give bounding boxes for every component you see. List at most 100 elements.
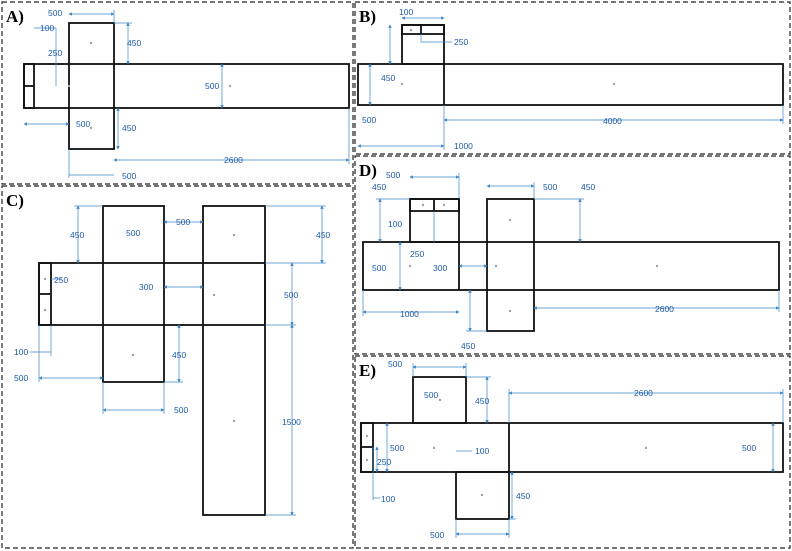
panel-c-dim-label: 500	[284, 290, 298, 300]
panel-e-dim-label: 500	[388, 359, 402, 369]
panel-c-cross-box	[102, 205, 165, 383]
panel-e-dim-label: 500	[390, 443, 404, 453]
panel-e-center-dot	[365, 458, 369, 462]
panel-c-dim-label: 1500	[282, 417, 301, 427]
panel-c-center-dot	[232, 233, 236, 237]
panel-c-dim-label: 300	[139, 282, 153, 292]
panel-a-shapes	[23, 22, 350, 150]
panel-c-dimensions: 450 500 500 450 250 300 500 100 450 500 …	[14, 205, 330, 516]
panel-d-dim-label: 450	[372, 182, 386, 192]
panel-a-dim-label: 500	[122, 171, 136, 181]
panel-d-label: D)	[359, 161, 377, 180]
panel-a-long-bar	[23, 63, 350, 109]
panel-b-upper-box	[401, 24, 445, 65]
panel-d-center-dot	[442, 203, 446, 207]
panel-e-border	[354, 355, 791, 549]
panel-e-dim-label: 500	[430, 530, 444, 540]
panel-e-center-dot	[438, 398, 442, 402]
panel-d-center-dot	[508, 309, 512, 313]
panel-a-dim-label: 450	[122, 123, 136, 133]
panel-e-dim-label: 2600	[634, 388, 653, 398]
panel-c-horizontal-bar	[38, 262, 266, 326]
panel-c-dim-label: 450	[172, 350, 186, 360]
panel-a-dim-label: 250	[48, 48, 62, 58]
panel-a: A) 500 100 250	[1, 1, 354, 185]
panel-c-dim-label: 500	[176, 217, 190, 227]
panel-e-dim-label: 500	[424, 390, 438, 400]
panel-c-center-dot	[212, 293, 216, 297]
panel-c-dim-label: 500	[174, 405, 188, 415]
panel-e-dim-label: 250	[377, 457, 391, 467]
panel-e-shapes	[360, 376, 784, 520]
panel-b-dimensions: 100 250 450 500 1000 4000	[357, 7, 784, 151]
panel-d-dim-label: 300	[433, 263, 447, 273]
panel-e-dim-label: 450	[475, 396, 489, 406]
panel-c-dim-label: 450	[316, 230, 330, 240]
panel-b-dim-label: 1000	[454, 141, 473, 151]
panel-d-dim-label: 100	[388, 219, 402, 229]
panel-b-center-dot	[400, 82, 404, 86]
panel-a-border	[1, 1, 354, 185]
panel-b-label: B)	[359, 7, 376, 26]
panel-d-center-dot	[421, 203, 425, 207]
panel-a-dim-label: 500	[205, 81, 219, 91]
panel-d-dim-label: 250	[410, 249, 424, 259]
panel-e-dim-label: 500	[742, 443, 756, 453]
panel-c-center-dot	[43, 277, 47, 281]
panel-b-center-dot	[409, 28, 413, 32]
panel-c-center-dot	[232, 419, 236, 423]
panel-e-dim-label: 100	[475, 446, 489, 456]
panel-b-dim-label: 100	[399, 7, 413, 17]
panel-b-border	[354, 1, 791, 155]
panel-c-tall-column	[202, 205, 266, 516]
panel-a-cross-box	[68, 22, 115, 150]
panel-e-center-dot	[432, 446, 436, 450]
panel-d-long-bar	[362, 241, 780, 291]
panel-c-center-dot	[131, 353, 135, 357]
panel-e-long-bar	[360, 422, 784, 473]
panel-d-center-dot	[655, 264, 659, 268]
panel-a-center-dot	[67, 84, 71, 88]
panel-a-dim-label: 500	[76, 119, 90, 129]
panel-d-dim-label: 450	[461, 341, 475, 351]
panel-e-dim-label: 450	[516, 491, 530, 501]
panel-c-dim-label: 100	[14, 347, 28, 357]
panel-d: D)	[354, 155, 791, 355]
panel-a-dim-label: 100	[40, 23, 54, 33]
panel-e-dimensions: 500 500 450 2600 500 100 250 500 100 450…	[372, 359, 784, 540]
panel-a-label: A)	[6, 7, 24, 26]
panel-e: E)	[354, 355, 791, 549]
panel-d-dim-label: 1000	[400, 309, 419, 319]
panel-c-center-dot	[43, 308, 47, 312]
panel-d-dim-label: 450	[581, 182, 595, 192]
panel-b-long-bar	[357, 63, 784, 106]
panel-b-shapes	[357, 24, 784, 106]
panel-a-center-dot	[89, 41, 93, 45]
panel-e-label: E)	[359, 361, 376, 380]
panel-c-label: C)	[6, 191, 24, 210]
panel-c-dim-label: 450	[70, 230, 84, 240]
panel-e-center-dot	[644, 446, 648, 450]
panel-b: B) 100 250 450 500 1000 4000	[354, 1, 791, 155]
panel-d-dim-label: 2600	[655, 304, 674, 314]
panel-d-dim-label: 500	[543, 182, 557, 192]
panel-e-upper-box	[412, 376, 467, 424]
panel-d-border	[354, 155, 791, 355]
panel-b-dim-label: 450	[381, 73, 395, 83]
panel-e-dim-label: 100	[381, 494, 395, 504]
panel-a-dim-label: 500	[48, 8, 62, 18]
panel-a-center-dot	[228, 84, 232, 88]
panel-b-dim-label: 250	[454, 37, 468, 47]
panel-a-center-dot	[89, 126, 93, 130]
panel-b-dim-label: 500	[362, 115, 376, 125]
panel-c-dim-label: 500	[126, 228, 140, 238]
panel-b-center-dot	[612, 82, 616, 86]
panel-c-shapes	[38, 205, 266, 516]
panel-d-center-dot	[508, 218, 512, 222]
panel-e-lower-box	[455, 471, 510, 520]
panel-d-shapes	[362, 198, 780, 332]
panel-c: C)	[1, 185, 354, 549]
panel-c-dim-label: 500	[14, 373, 28, 383]
panel-a-dim-label: 2600	[224, 155, 243, 165]
